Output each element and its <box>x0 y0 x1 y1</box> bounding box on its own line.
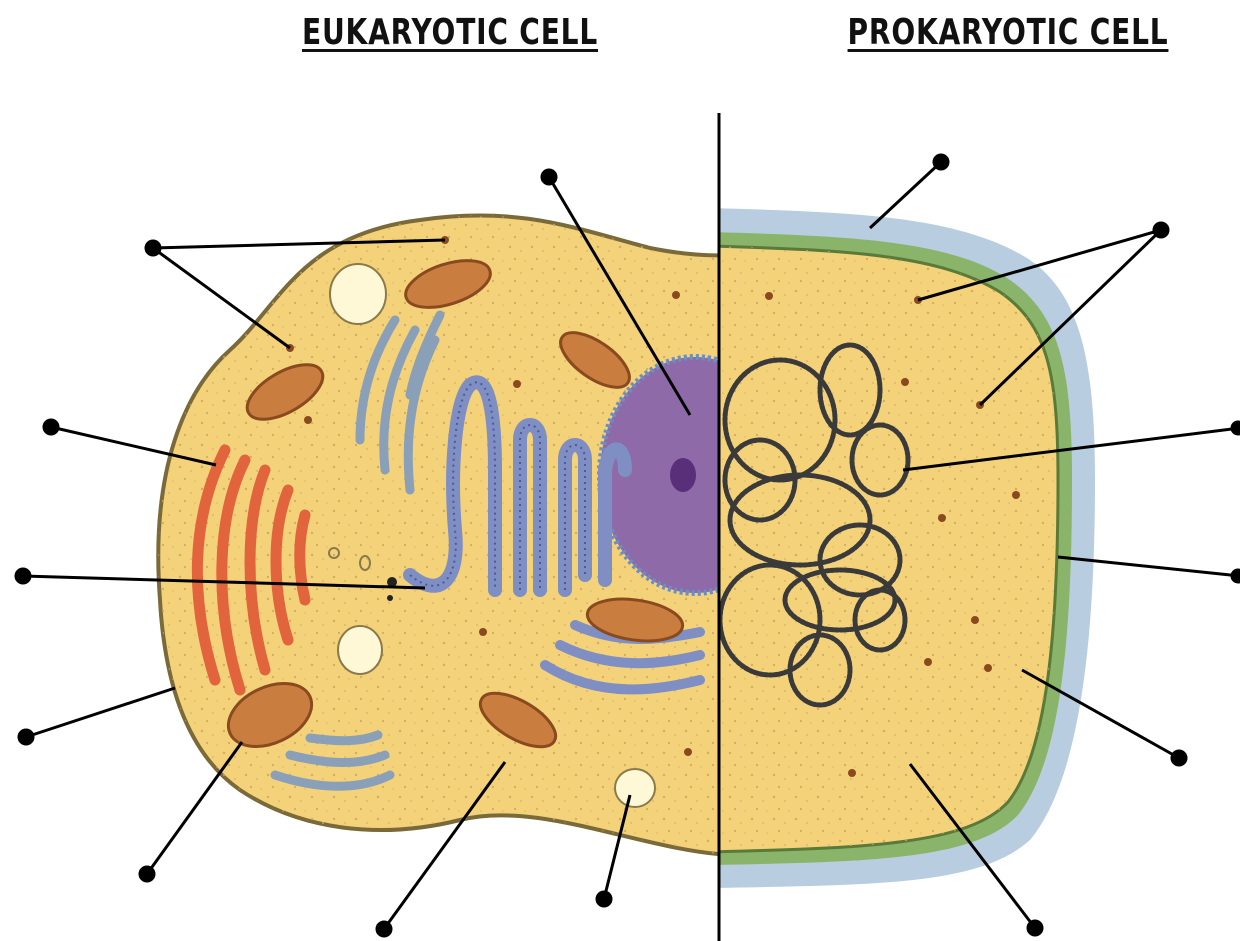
capsule-label-pointer <box>870 155 948 228</box>
eukaryotic-cell-title: EUKARYOTIC CELL <box>294 8 606 58</box>
prokaryotic-cell <box>710 208 1095 888</box>
cell-membrane-label-pointer <box>19 688 175 744</box>
eukaryotic-cell <box>158 215 790 855</box>
nucleolus <box>670 458 696 492</box>
mitochondrion-label-pointer <box>140 742 242 881</box>
prokaryotic-cell-title: PROKARYOTIC CELL <box>844 8 1172 58</box>
